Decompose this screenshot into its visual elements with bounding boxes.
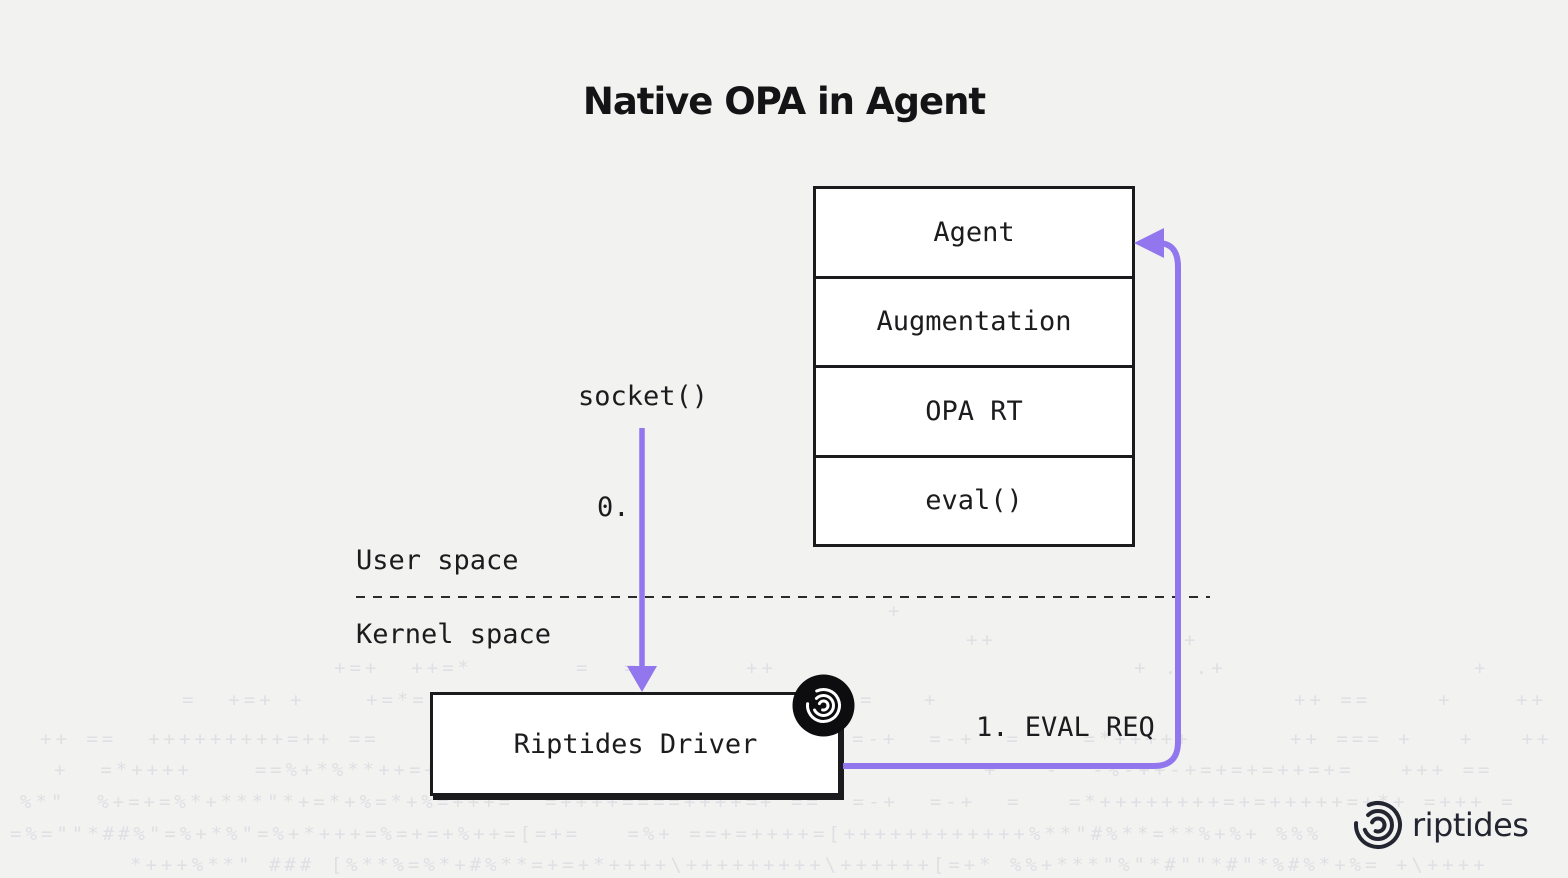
riptides-driver-badge	[792, 674, 855, 737]
texture-glyphs: +	[888, 600, 904, 622]
stack-row-agent: Agent	[816, 189, 1132, 279]
texture-glyphs: =	[860, 689, 876, 711]
user-space-label: User space	[356, 545, 519, 576]
riptides-brand: riptides	[1352, 799, 1529, 851]
texture-glyphs: + - -%-++-+=+=+=++=+= +++ ==	[984, 759, 1494, 781]
texture-glyphs: ++ == +++++++++=++ ==	[40, 728, 380, 750]
kernel-space-label: Kernel space	[356, 619, 552, 650]
socket-call-label: socket()	[578, 381, 709, 412]
texture-glyphs: =	[576, 657, 592, 679]
riptides-logo-icon	[1354, 801, 1402, 849]
stack-row-agent-label: Agent	[933, 216, 1015, 248]
riptides-wordmark: riptides	[1412, 806, 1529, 844]
stack-row-augmentation: Augmentation	[816, 279, 1132, 368]
texture-glyphs: + . .+	[1134, 657, 1227, 679]
texture-glyphs: ++	[1516, 689, 1547, 711]
texture-glyphs: %*" %+=+=%*+***"*+=*+%=*+%=+++= =++++===…	[20, 791, 762, 813]
eval-request-label: 1. EVAL REQ	[976, 712, 1155, 743]
texture-glyphs: ++ === + + ++ =	[1290, 728, 1568, 750]
step-zero-label: 0.	[597, 492, 630, 523]
stack-row-opa-rt: OPA RT	[816, 368, 1132, 458]
texture-glyphs: +=+ ++=*	[334, 657, 473, 679]
diagram-title: Native OPA in Agent	[582, 80, 986, 123]
stack-row-opa-rt-label: OPA RT	[925, 395, 1023, 427]
texture-glyphs: +	[1474, 657, 1490, 679]
texture-glyphs: = +=+ +	[182, 689, 306, 711]
stack-row-augmentation-label: Augmentation	[876, 306, 1072, 338]
texture-glyphs: ++	[966, 629, 997, 651]
agent-stack-box: Agent Augmentation OPA RT eval()	[813, 186, 1135, 547]
texture-glyphs: ++	[746, 657, 777, 679]
texture-glyphs: *+++%**" ### [%**%=%*+#%**=+=+*++++\++++…	[130, 854, 1489, 876]
texture-glyphs: +	[1184, 629, 1200, 651]
texture-glyphs: =	[624, 657, 640, 679]
riptides-driver-label: Riptides Driver	[513, 728, 758, 760]
texture-glyphs: +=*=	[366, 689, 428, 711]
texture-glyphs: + == =-+ =-+ = =*++++++++=+=+++++=+*+ =+…	[760, 791, 1517, 813]
stack-row-eval: eval()	[816, 458, 1132, 545]
riptides-driver-box: Riptides Driver	[430, 692, 841, 796]
texture-glyphs: + =*++++ ==%+*%**++=++#=	[54, 759, 487, 781]
texture-glyphs: ++ ==	[1294, 689, 1372, 711]
stack-row-eval-label: eval()	[925, 485, 1023, 517]
riptides-badge-fingerprint-icon	[792, 674, 855, 737]
texture-glyphs: +	[924, 689, 940, 711]
texture-glyphs: +	[1438, 689, 1454, 711]
texture-glyphs: =%=""*##%"=%+*%"=%+*+++=%=+=+%++=[=+= =%…	[10, 823, 1323, 845]
